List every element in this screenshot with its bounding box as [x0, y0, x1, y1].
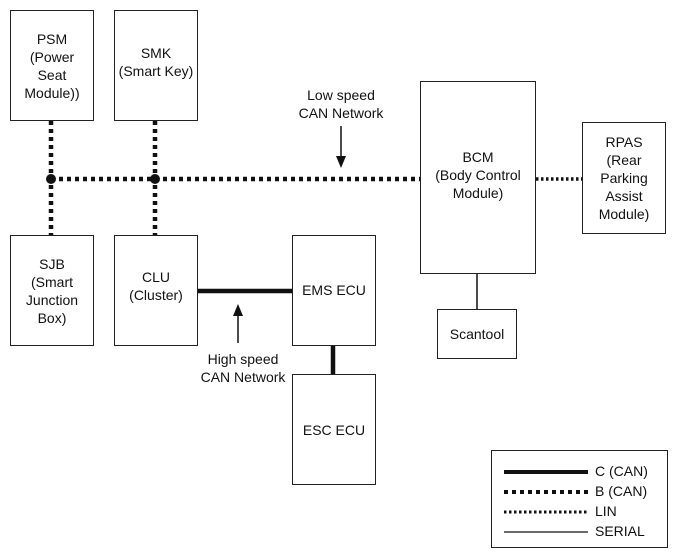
legend-swatch-fine-dotted: [504, 510, 588, 514]
legend-item-lin: LIN: [492, 501, 667, 521]
sjb-module-label: SJB (Smart Junction Box): [25, 255, 79, 326]
smk-module-label: SMK (Smart Key): [118, 44, 194, 79]
rpas-module-box: RPAS (Rear Parking Assist Module): [582, 122, 666, 234]
rpas-module-label: RPAS (Rear Parking Assist Module): [598, 134, 650, 222]
low-speed-can-annotation: Low speed CAN Network: [298, 87, 384, 121]
legend-item-c-can: C (CAN): [492, 461, 667, 481]
high-speed-can-annotation: High speed CAN Network: [200, 351, 286, 385]
bcm-module-label: BCM (Body Control Module): [435, 148, 521, 201]
legend-swatch-thick-solid: [504, 470, 588, 474]
legend-item-serial: SERIAL: [492, 521, 667, 541]
legend-swatch-thin-solid: [504, 531, 588, 533]
bcm-module-box: BCM (Body Control Module): [420, 81, 536, 274]
ems-ecu-box: EMS ECU: [292, 235, 376, 346]
scantool-box: Scantool: [437, 309, 517, 359]
psm-module-label: PSM (Power Seat Module)): [24, 30, 80, 101]
smk-module-box: SMK (Smart Key): [114, 10, 198, 121]
legend-item-b-can: B (CAN): [492, 481, 667, 501]
clu-module-label: CLU (Cluster): [129, 268, 183, 303]
scantool-label: Scantool: [449, 326, 505, 342]
legend-label-serial: SERIAL: [595, 523, 645, 539]
sjb-module-box: SJB (Smart Junction Box): [10, 235, 94, 346]
clu-module-box: CLU (Cluster): [114, 235, 198, 346]
legend-label-lin: LIN: [595, 503, 617, 519]
low-speed-arrow-head: [336, 156, 346, 168]
ems-ecu-label: EMS ECU: [302, 281, 366, 298]
psm-module-box: PSM (Power Seat Module)): [10, 10, 94, 121]
line-type-legend: C (CAN) B (CAN) LIN SERIAL: [491, 450, 668, 548]
junction-dot-smk: [150, 174, 160, 184]
esc-ecu-box: ESC ECU: [292, 374, 376, 485]
esc-ecu-label: ESC ECU: [302, 421, 366, 438]
high-speed-arrow-head: [233, 304, 243, 316]
legend-label-b-can: B (CAN): [595, 483, 648, 499]
legend-swatch-thick-dotted: [504, 490, 588, 494]
legend-label-c-can: C (CAN): [595, 463, 648, 479]
junction-dot-psm: [46, 174, 56, 184]
